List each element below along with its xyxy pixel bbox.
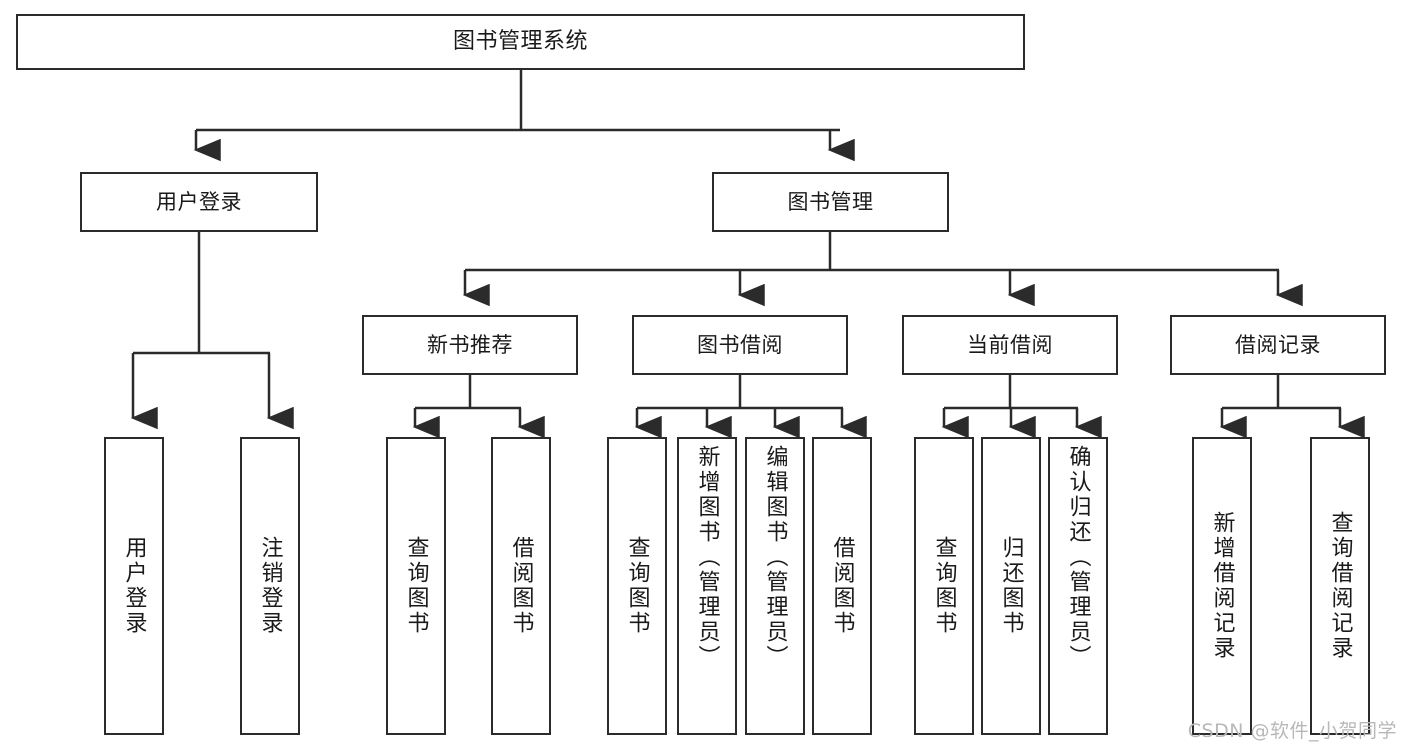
- leaf-borrow-book-2[interactable]: 借阅图书: [812, 437, 872, 735]
- leaf-user-login[interactable]: 用户登录: [104, 437, 164, 735]
- leaf-confirm-return[interactable]: 确认归还（管理员）: [1048, 437, 1108, 735]
- node-label: 借阅图书: [508, 536, 534, 636]
- node-new-book-rec[interactable]: 新书推荐: [362, 315, 578, 375]
- node-book-borrow[interactable]: 图书借阅: [632, 315, 848, 375]
- node-book-manage[interactable]: 图书管理: [712, 172, 949, 232]
- leaf-logout[interactable]: 注销登录: [240, 437, 300, 735]
- node-label: 归还图书: [998, 536, 1024, 636]
- node-label: 新增图书（管理员）: [694, 445, 720, 670]
- node-label: 借阅记录: [1235, 332, 1321, 357]
- leaf-query-book-2[interactable]: 查询图书: [607, 437, 667, 735]
- node-label: 确认归还（管理员）: [1065, 445, 1091, 670]
- node-label: 注销登录: [257, 536, 283, 636]
- node-label: 查询图书: [931, 536, 957, 636]
- node-label: 借阅图书: [829, 536, 855, 636]
- node-label: 图书管理系统: [452, 29, 588, 55]
- node-label: 图书借阅: [697, 332, 783, 357]
- leaf-return-book[interactable]: 归还图书: [981, 437, 1041, 735]
- node-label: 用户登录: [156, 189, 242, 214]
- node-label: 图书管理: [787, 189, 874, 214]
- leaf-query-book-1[interactable]: 查询图书: [386, 437, 446, 735]
- leaf-borrow-book-1[interactable]: 借阅图书: [491, 437, 551, 735]
- leaf-edit-book[interactable]: 编辑图书（管理员）: [745, 437, 805, 735]
- node-label: 编辑图书（管理员）: [762, 445, 788, 670]
- node-label: 查询图书: [403, 536, 429, 636]
- node-root-system[interactable]: 图书管理系统: [16, 14, 1025, 70]
- csdn-watermark: CSDN @软件_小贺同学: [1187, 720, 1397, 742]
- node-label: 查询借阅记录: [1327, 511, 1353, 661]
- node-user-login[interactable]: 用户登录: [80, 172, 318, 232]
- node-label: 用户登录: [121, 536, 147, 636]
- leaf-add-record[interactable]: 新增借阅记录: [1192, 437, 1252, 735]
- node-label: 新增借阅记录: [1209, 511, 1235, 661]
- leaf-query-record[interactable]: 查询借阅记录: [1310, 437, 1370, 735]
- leaf-add-book[interactable]: 新增图书（管理员）: [677, 437, 737, 735]
- node-borrow-record[interactable]: 借阅记录: [1170, 315, 1386, 375]
- node-label: 当前借阅: [967, 332, 1053, 357]
- node-current-borrow[interactable]: 当前借阅: [902, 315, 1118, 375]
- leaf-query-book-3[interactable]: 查询图书: [914, 437, 974, 735]
- node-label: 新书推荐: [427, 332, 513, 357]
- node-label: 查询图书: [624, 536, 650, 636]
